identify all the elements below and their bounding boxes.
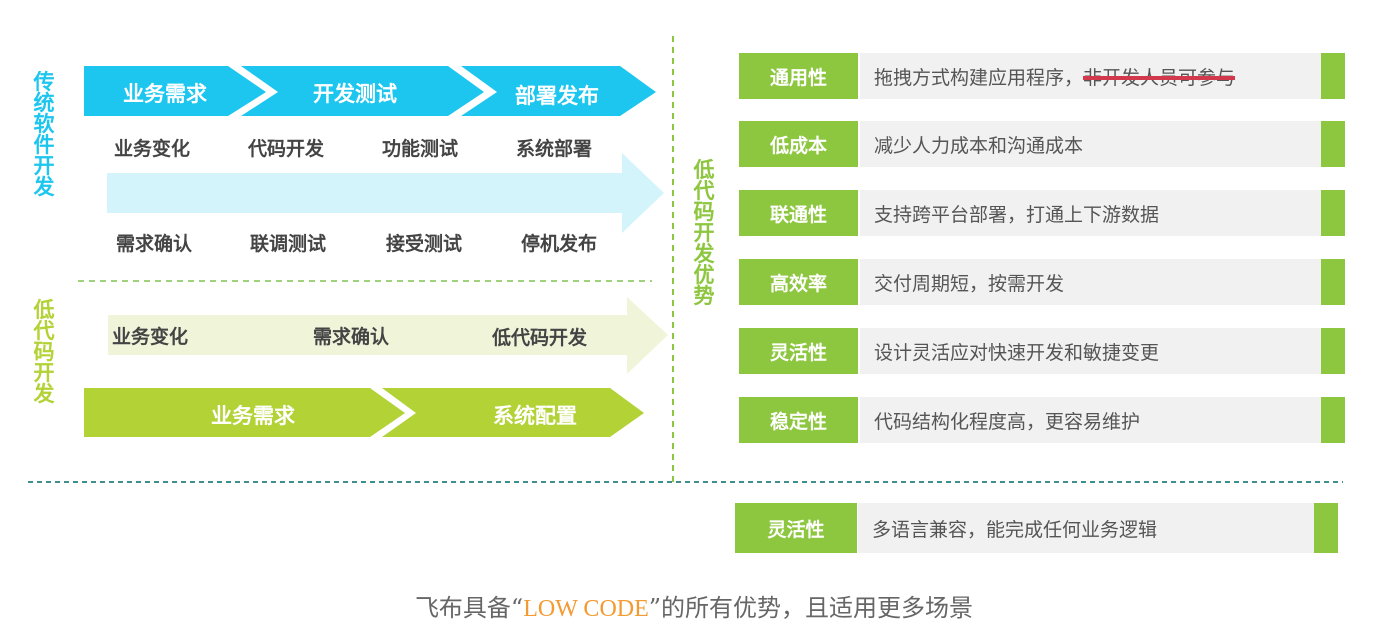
traditional-phase-arrow-3 — [461, 66, 656, 116]
traditional-step-top: 代码开发 — [248, 138, 325, 160]
advantage-row-end-marker — [1321, 53, 1345, 99]
advantage-row-end-marker — [1321, 190, 1345, 236]
traditional-step-bottom: 停机发布 — [521, 233, 598, 255]
traditional-phase-label: 开发测试 — [313, 82, 397, 106]
advantage-description: 多语言兼容，能完成任何业务逻辑 — [858, 503, 1314, 553]
advantage-label: 通用性 — [739, 53, 858, 99]
traditional-step-top: 功能测试 — [382, 138, 459, 160]
traditional-phase-arrow-1 — [84, 66, 266, 116]
extra-advantage-row: 灵活性 多语言兼容，能完成任何业务逻辑 — [735, 503, 1338, 553]
advantage-description-text: 拖拽方式构建应用程序， — [874, 66, 1084, 89]
footer-prefix: 飞布具备“ — [414, 594, 524, 622]
traditional-phase-label: 业务需求 — [123, 82, 207, 106]
traditional-step-bottom: 联调测试 — [250, 233, 327, 255]
advantage-row-end-marker — [1314, 503, 1338, 553]
lowcode-step: 需求确认 — [313, 326, 390, 348]
lowcode-section-title: 低代码开发 — [33, 298, 55, 406]
advantage-description: 交付周期短，按需开发 — [860, 259, 1321, 305]
advantage-label: 灵活性 — [735, 503, 857, 553]
advantage-description: 减少人力成本和沟通成本 — [860, 121, 1321, 167]
advantage-description: 设计灵活应对快速开发和敏捷变更 — [860, 328, 1321, 374]
advantage-label: 稳定性 — [739, 397, 858, 443]
traditional-section-title: 传统软件开发 — [33, 70, 55, 199]
lowcode-phase-label: 系统配置 — [493, 404, 577, 428]
advantage-row: 灵活性 设计灵活应对快速开发和敏捷变更 — [739, 328, 1345, 374]
advantage-row: 低成本 减少人力成本和沟通成本 — [739, 121, 1345, 167]
traditional-step-top: 业务变化 — [114, 138, 191, 160]
footer-highlight: LOW CODE — [523, 596, 649, 622]
advantage-description: 代码结构化程度高，更容易维护 — [860, 397, 1321, 443]
lowcode-step: 业务变化 — [112, 326, 189, 348]
advantage-row-end-marker — [1321, 121, 1345, 167]
advantage-label: 高效率 — [739, 259, 858, 305]
advantage-row: 联通性 支持跨平台部署，打通上下游数据 — [739, 190, 1345, 236]
advantages-section-title: 低代码开发优势 — [693, 158, 715, 308]
footer-suffix: ”的所有优势，且适用更多场景 — [648, 594, 974, 622]
advantage-label: 灵活性 — [739, 328, 858, 374]
footer-tagline: 飞布具备“LOW CODE”的所有优势，且适用更多场景 — [0, 588, 1388, 623]
advantage-description: 支持跨平台部署，打通上下游数据 — [860, 190, 1321, 236]
advantage-row-end-marker — [1321, 259, 1345, 305]
traditional-step-bottom: 接受测试 — [386, 233, 463, 255]
lowcode-step: 低代码开发 — [492, 327, 588, 349]
advantage-label: 低成本 — [739, 121, 858, 167]
traditional-step-bottom: 需求确认 — [116, 233, 193, 255]
advantage-description: 拖拽方式构建应用程序，非开发人员可参与 — [860, 53, 1321, 99]
traditional-phase-label: 部署发布 — [515, 84, 599, 108]
advantage-row: 稳定性 代码结构化程度高，更容易维护 — [739, 397, 1345, 443]
lowcode-phase-label: 业务需求 — [211, 404, 295, 428]
advantage-row-end-marker — [1321, 328, 1345, 374]
advantage-row: 高效率 交付周期短，按需开发 — [739, 259, 1345, 305]
advantage-row: 通用性 拖拽方式构建应用程序，非开发人员可参与 — [739, 53, 1345, 99]
advantage-row-end-marker — [1321, 397, 1345, 443]
lowcode-phase-arrow-2 — [382, 388, 644, 437]
traditional-step-top: 系统部署 — [516, 138, 593, 160]
lowcode-phase-arrow-1 — [84, 388, 405, 437]
lowcode-timeline-arrow — [108, 297, 668, 374]
advantage-label: 联通性 — [739, 190, 858, 236]
traditional-phase-arrow-2 — [241, 66, 484, 116]
traditional-timeline-arrow — [107, 153, 664, 233]
struck-through-text: 非开发人员可参与 — [1083, 66, 1236, 89]
